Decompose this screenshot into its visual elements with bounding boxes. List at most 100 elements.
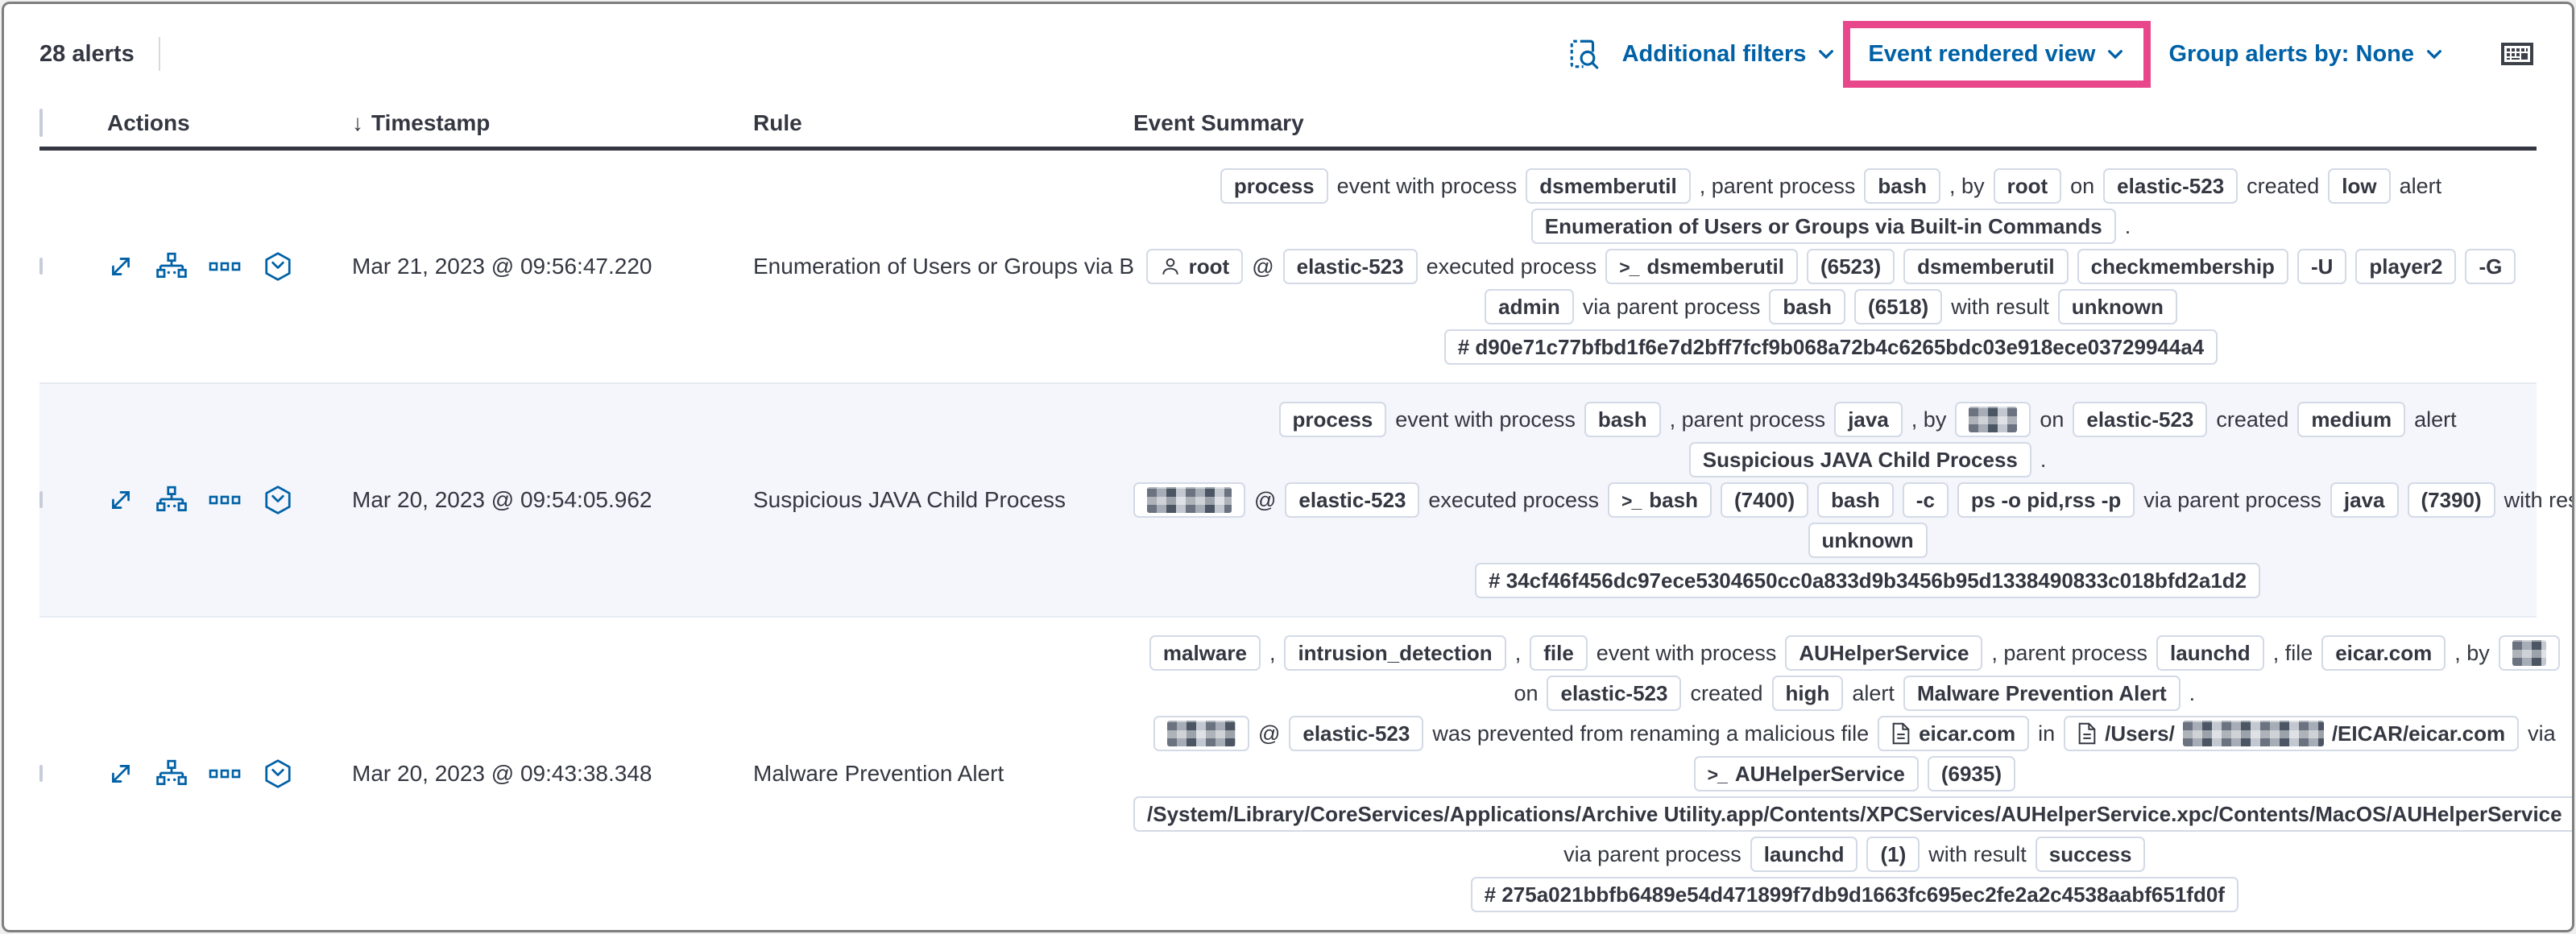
field-badge[interactable]: file xyxy=(1530,635,1588,671)
field-badge[interactable]: ps -o pid,rss -p xyxy=(1957,482,2135,518)
row-checkbox[interactable] xyxy=(39,491,43,508)
more-actions-icon[interactable] xyxy=(209,764,241,783)
session-view-icon[interactable] xyxy=(263,758,293,789)
expand-alert-icon[interactable] xyxy=(107,253,135,280)
alert-rule-name[interactable]: Malware Prevention Alert xyxy=(753,761,1004,786)
field-badge[interactable]: elastic-523 xyxy=(1547,676,1682,711)
field-badge[interactable]: >_bash xyxy=(1608,482,1712,518)
summary-line: unknown xyxy=(1808,523,1928,558)
field-badge[interactable]: java xyxy=(1834,402,1903,437)
field-badge[interactable] xyxy=(1153,716,1249,751)
field-badge[interactable]: elastic-523 xyxy=(2103,168,2238,204)
field-badge[interactable]: elastic-523 xyxy=(1289,716,1424,751)
field-badge[interactable]: (6523) xyxy=(1806,249,1895,284)
summary-text: on xyxy=(2070,173,2095,198)
additional-filters-button[interactable]: Additional filters xyxy=(1622,41,1837,68)
field-badge[interactable]: eicar.com xyxy=(1878,716,2030,751)
column-header-rule[interactable]: Rule xyxy=(753,110,1133,136)
field-badge[interactable]: elastic-523 xyxy=(1285,482,1420,518)
analyze-event-icon[interactable] xyxy=(156,485,187,515)
field-badge[interactable]: eicar.com xyxy=(2321,635,2446,671)
field-badge[interactable]: (7400) xyxy=(1720,482,1809,518)
summary-text: , parent process xyxy=(1669,407,1826,432)
field-badge[interactable]: root xyxy=(1145,249,1244,284)
field-badge[interactable]: high xyxy=(1771,676,1844,711)
field-badge[interactable]: -G xyxy=(2465,249,2516,284)
row-actions xyxy=(107,758,352,789)
field-badge[interactable]: success xyxy=(2035,837,2146,872)
row-checkbox[interactable] xyxy=(39,765,43,782)
summary-line: # 275a021bbfb6489e54d471899f7db9d1663fc6… xyxy=(1470,877,2238,912)
field-badge[interactable]: unknown xyxy=(2057,289,2177,324)
field-badge[interactable]: process xyxy=(1278,402,1387,437)
field-badge[interactable]: bash xyxy=(1769,289,1846,324)
more-actions-icon[interactable] xyxy=(209,257,241,276)
expand-alert-icon[interactable] xyxy=(107,760,135,787)
group-alerts-button[interactable]: Group alerts by: None xyxy=(2168,41,2445,68)
field-badge[interactable]: (1) xyxy=(1866,837,1920,872)
summary-text: , xyxy=(1269,640,1276,665)
expand-alert-icon[interactable] xyxy=(107,486,135,514)
field-badge[interactable]: Suspicious JAVA Child Process xyxy=(1688,442,2031,477)
field-badge[interactable]: /System/Library/CoreServices/Application… xyxy=(1133,796,2572,832)
field-badge[interactable] xyxy=(2498,635,2560,671)
field-badge[interactable]: dsmemberutil xyxy=(1903,249,2069,284)
field-badge[interactable]: dsmemberutil xyxy=(1526,168,1691,204)
field-badge[interactable] xyxy=(1133,482,1245,518)
redacted-value xyxy=(2182,721,2324,746)
field-badge[interactable]: elastic-523 xyxy=(2073,402,2208,437)
field-badge[interactable]: elastic-523 xyxy=(1282,249,1418,284)
summary-text: alert xyxy=(2414,407,2457,432)
user-icon xyxy=(1160,256,1181,277)
hash-badge[interactable]: # d90e71c77bfbd1f6e7d2bff7fcf9b068a72b4c… xyxy=(1443,329,2218,365)
field-badge[interactable]: process xyxy=(1220,168,1328,204)
field-badge[interactable]: >_AUHelperService xyxy=(1693,756,1919,791)
field-badge[interactable]: launchd xyxy=(1750,837,1858,872)
field-badge[interactable]: -U xyxy=(2296,249,2347,284)
summary-text: with result xyxy=(1951,294,2049,319)
select-all-checkbox[interactable] xyxy=(39,108,43,137)
alert-rule-name[interactable]: Enumeration of Users or Groups via Bui xyxy=(753,254,1133,279)
field-badge[interactable]: low xyxy=(2328,168,2391,204)
field-badge[interactable]: (6935) xyxy=(1927,756,2015,791)
field-badge[interactable]: Enumeration of Users or Groups via Built… xyxy=(1530,209,2116,244)
field-badge[interactable]: bash xyxy=(1817,482,1894,518)
field-badge[interactable]: >_dsmemberutil xyxy=(1605,249,1798,284)
alert-rule-name[interactable]: Suspicious JAVA Child Process xyxy=(753,487,1066,512)
inspect-icon[interactable] xyxy=(1568,37,1601,71)
field-badge[interactable]: -c xyxy=(1902,482,1949,518)
field-badge[interactable]: java xyxy=(2330,482,2399,518)
field-badge[interactable]: root xyxy=(1993,168,2062,204)
toolbar-divider xyxy=(158,37,160,71)
field-badge[interactable] xyxy=(1955,402,2031,437)
session-view-icon[interactable] xyxy=(263,251,293,282)
field-badge[interactable]: unknown xyxy=(1808,523,1928,558)
field-badge[interactable]: bash xyxy=(1584,402,1661,437)
analyze-event-icon[interactable] xyxy=(156,251,187,282)
hash-badge[interactable]: # 34cf46f456dc97ece5304650cc0a833d9b3456… xyxy=(1475,563,2261,598)
analyze-event-icon[interactable] xyxy=(156,758,187,789)
keyboard-shortcuts-icon[interactable] xyxy=(2498,35,2537,73)
field-badge[interactable]: intrusion_detection xyxy=(1284,635,1506,671)
field-badge[interactable]: admin xyxy=(1485,289,1574,324)
summary-text: @ xyxy=(1252,254,1274,279)
session-view-icon[interactable] xyxy=(263,485,293,515)
field-badge[interactable]: launchd xyxy=(2156,635,2264,671)
field-badge[interactable]: Malware Prevention Alert xyxy=(1903,676,2180,711)
field-badge[interactable]: (6518) xyxy=(1854,289,1943,324)
field-badge[interactable]: (7390) xyxy=(2407,482,2495,518)
view-selector-button[interactable]: Event rendered view xyxy=(1868,41,2126,68)
hash-badge[interactable]: # 275a021bbfb6489e54d471899f7db9d1663fc6… xyxy=(1470,877,2238,912)
row-checkbox[interactable] xyxy=(39,258,43,275)
field-badge[interactable]: bash xyxy=(1864,168,1941,204)
field-badge[interactable]: /Users//EICAR/eicar.com xyxy=(2064,716,2520,751)
column-header-actions: Actions xyxy=(107,110,352,136)
field-badge[interactable]: player2 xyxy=(2355,249,2457,284)
field-badge[interactable]: malware xyxy=(1149,635,1261,671)
column-header-timestamp[interactable]: ↓ Timestamp xyxy=(352,110,753,136)
field-badge[interactable]: AUHelperService xyxy=(1785,635,1983,671)
field-badge[interactable]: medium xyxy=(2297,402,2406,437)
field-badge[interactable]: checkmembership xyxy=(2077,249,2288,284)
more-actions-icon[interactable] xyxy=(209,490,241,510)
